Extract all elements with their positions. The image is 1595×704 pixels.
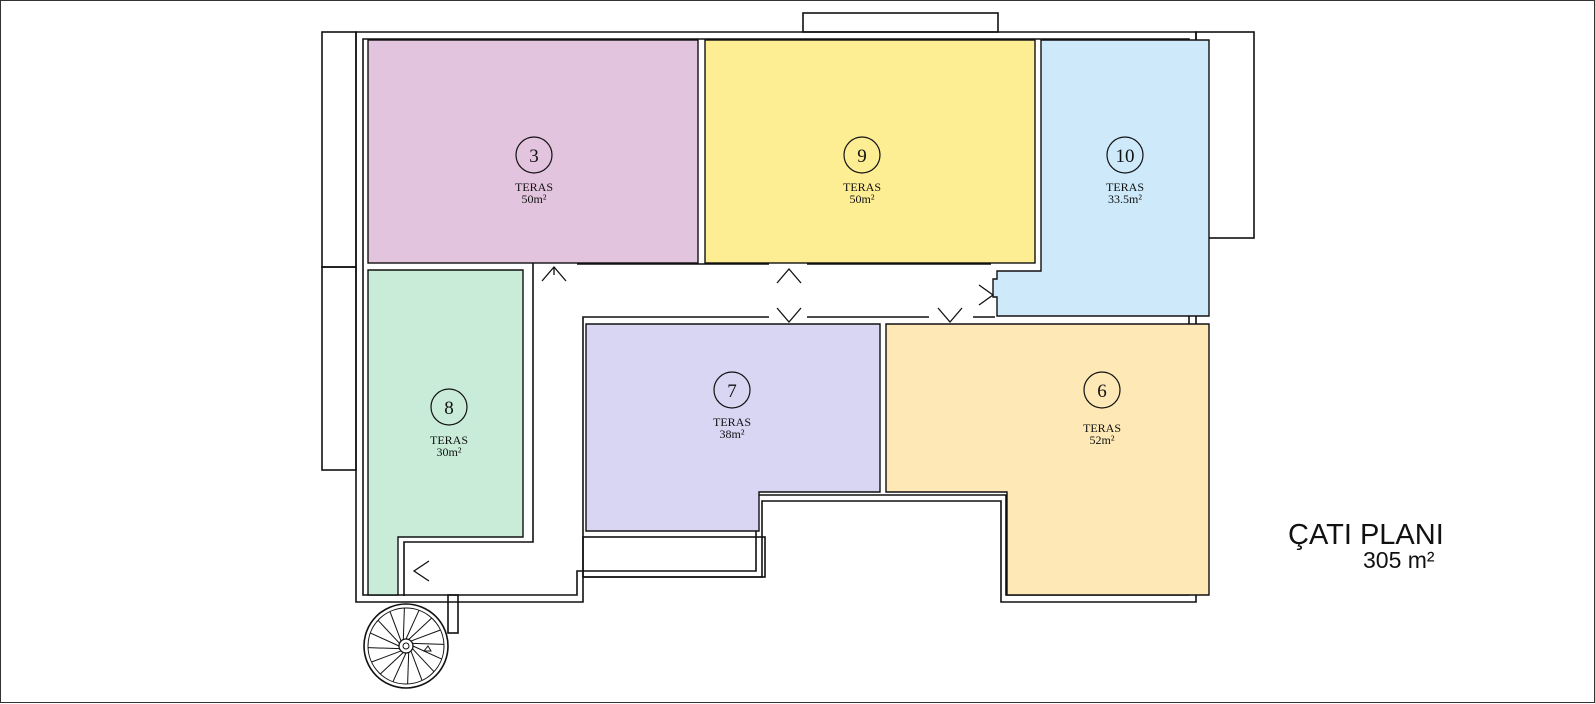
room-3: 3 TERAS 50m² [367,39,699,264]
stair-tread [410,629,441,642]
room-3-area: 50m² [522,192,547,206]
door-arrow-room-3 [541,266,567,282]
plan-title: ÇATI PLANI [1288,519,1444,551]
stair-tread [377,619,400,644]
storage-block [582,536,766,578]
stair-tread [412,642,444,645]
room-6: 6 TERAS 52m² [885,323,1210,596]
stair-tread [392,652,407,682]
corridor-wall-left [403,263,534,596]
stair-tread [412,645,442,660]
door-arrow-room-6 [937,307,963,323]
room-3-number: 3 [529,146,539,167]
room-9-area: 50m² [850,192,875,206]
room-10-number: 10 [1116,146,1135,167]
room-7-number: 7 [727,381,737,402]
room-7-fill [585,323,881,532]
room-9-number: 9 [857,146,867,167]
spiral-stair-treads [368,608,444,684]
door-arrow-room-8 [412,560,430,582]
corridor-wall-mid-1 [582,316,769,577]
room-9-number-circle [843,136,881,174]
stair-tread [412,648,435,673]
stair-tread [407,652,410,684]
stair-tread [389,611,402,642]
spiral-stair-core-inner [402,642,410,650]
room-8-area: 30m² [437,445,462,459]
stair-tread [410,650,423,681]
room-3-number-circle [515,136,553,174]
stair-tread [405,610,420,640]
stair-tread [368,647,400,650]
top-projection [802,12,999,33]
room-3-fill [367,39,699,264]
room-8-fill [367,269,524,596]
room-6-number: 6 [1097,381,1107,402]
room-7-area: 38m² [720,427,745,441]
room-7-number-circle [713,371,751,409]
room-6-number-circle [1083,371,1121,409]
room-8: 8 TERAS 30m² [367,269,524,596]
room-8-number: 8 [444,398,454,419]
room-7-type: TERAS [713,415,751,429]
room-9-fill [704,39,1036,264]
room-3-type: TERAS [515,180,553,194]
spiral-stair-arrow-icon [422,645,432,652]
plan-total-area: 305 m² [1363,547,1435,573]
room-10-area: 33.5m² [1108,192,1142,206]
door-arrow-room-9 [776,268,802,284]
room-6-area: 52m² [1090,433,1115,447]
stair-tread [371,650,402,663]
room-6-type: TERAS [1083,421,1121,435]
stair-tread [408,617,433,640]
room-8-type: TERAS [430,433,468,447]
stair-well-wall [447,594,459,634]
room-10-fill [992,39,1210,317]
room-10: 10 TERAS 33.5m² [992,39,1210,317]
door-arrow-room-10 [978,284,995,306]
stair-tread [402,608,405,640]
room-9: 9 TERAS 50m² [704,39,1036,264]
room-10-type: TERAS [1106,180,1144,194]
spiral-staircase [363,603,449,689]
left-balcony-upper [321,31,357,268]
stair-tread [370,632,400,647]
room-7: 7 TERAS 38m² [585,323,881,532]
left-balcony-lower [321,266,357,471]
room-10-number-circle [1106,136,1144,174]
stair-tread [379,652,404,675]
spiral-stair-inner [367,607,445,685]
door-arrow-room-7 [776,307,802,323]
spiral-stair-core [398,638,414,654]
room-8-number-circle [430,388,468,426]
room-6-fill [885,323,1210,596]
room-9-type: TERAS [843,180,881,194]
